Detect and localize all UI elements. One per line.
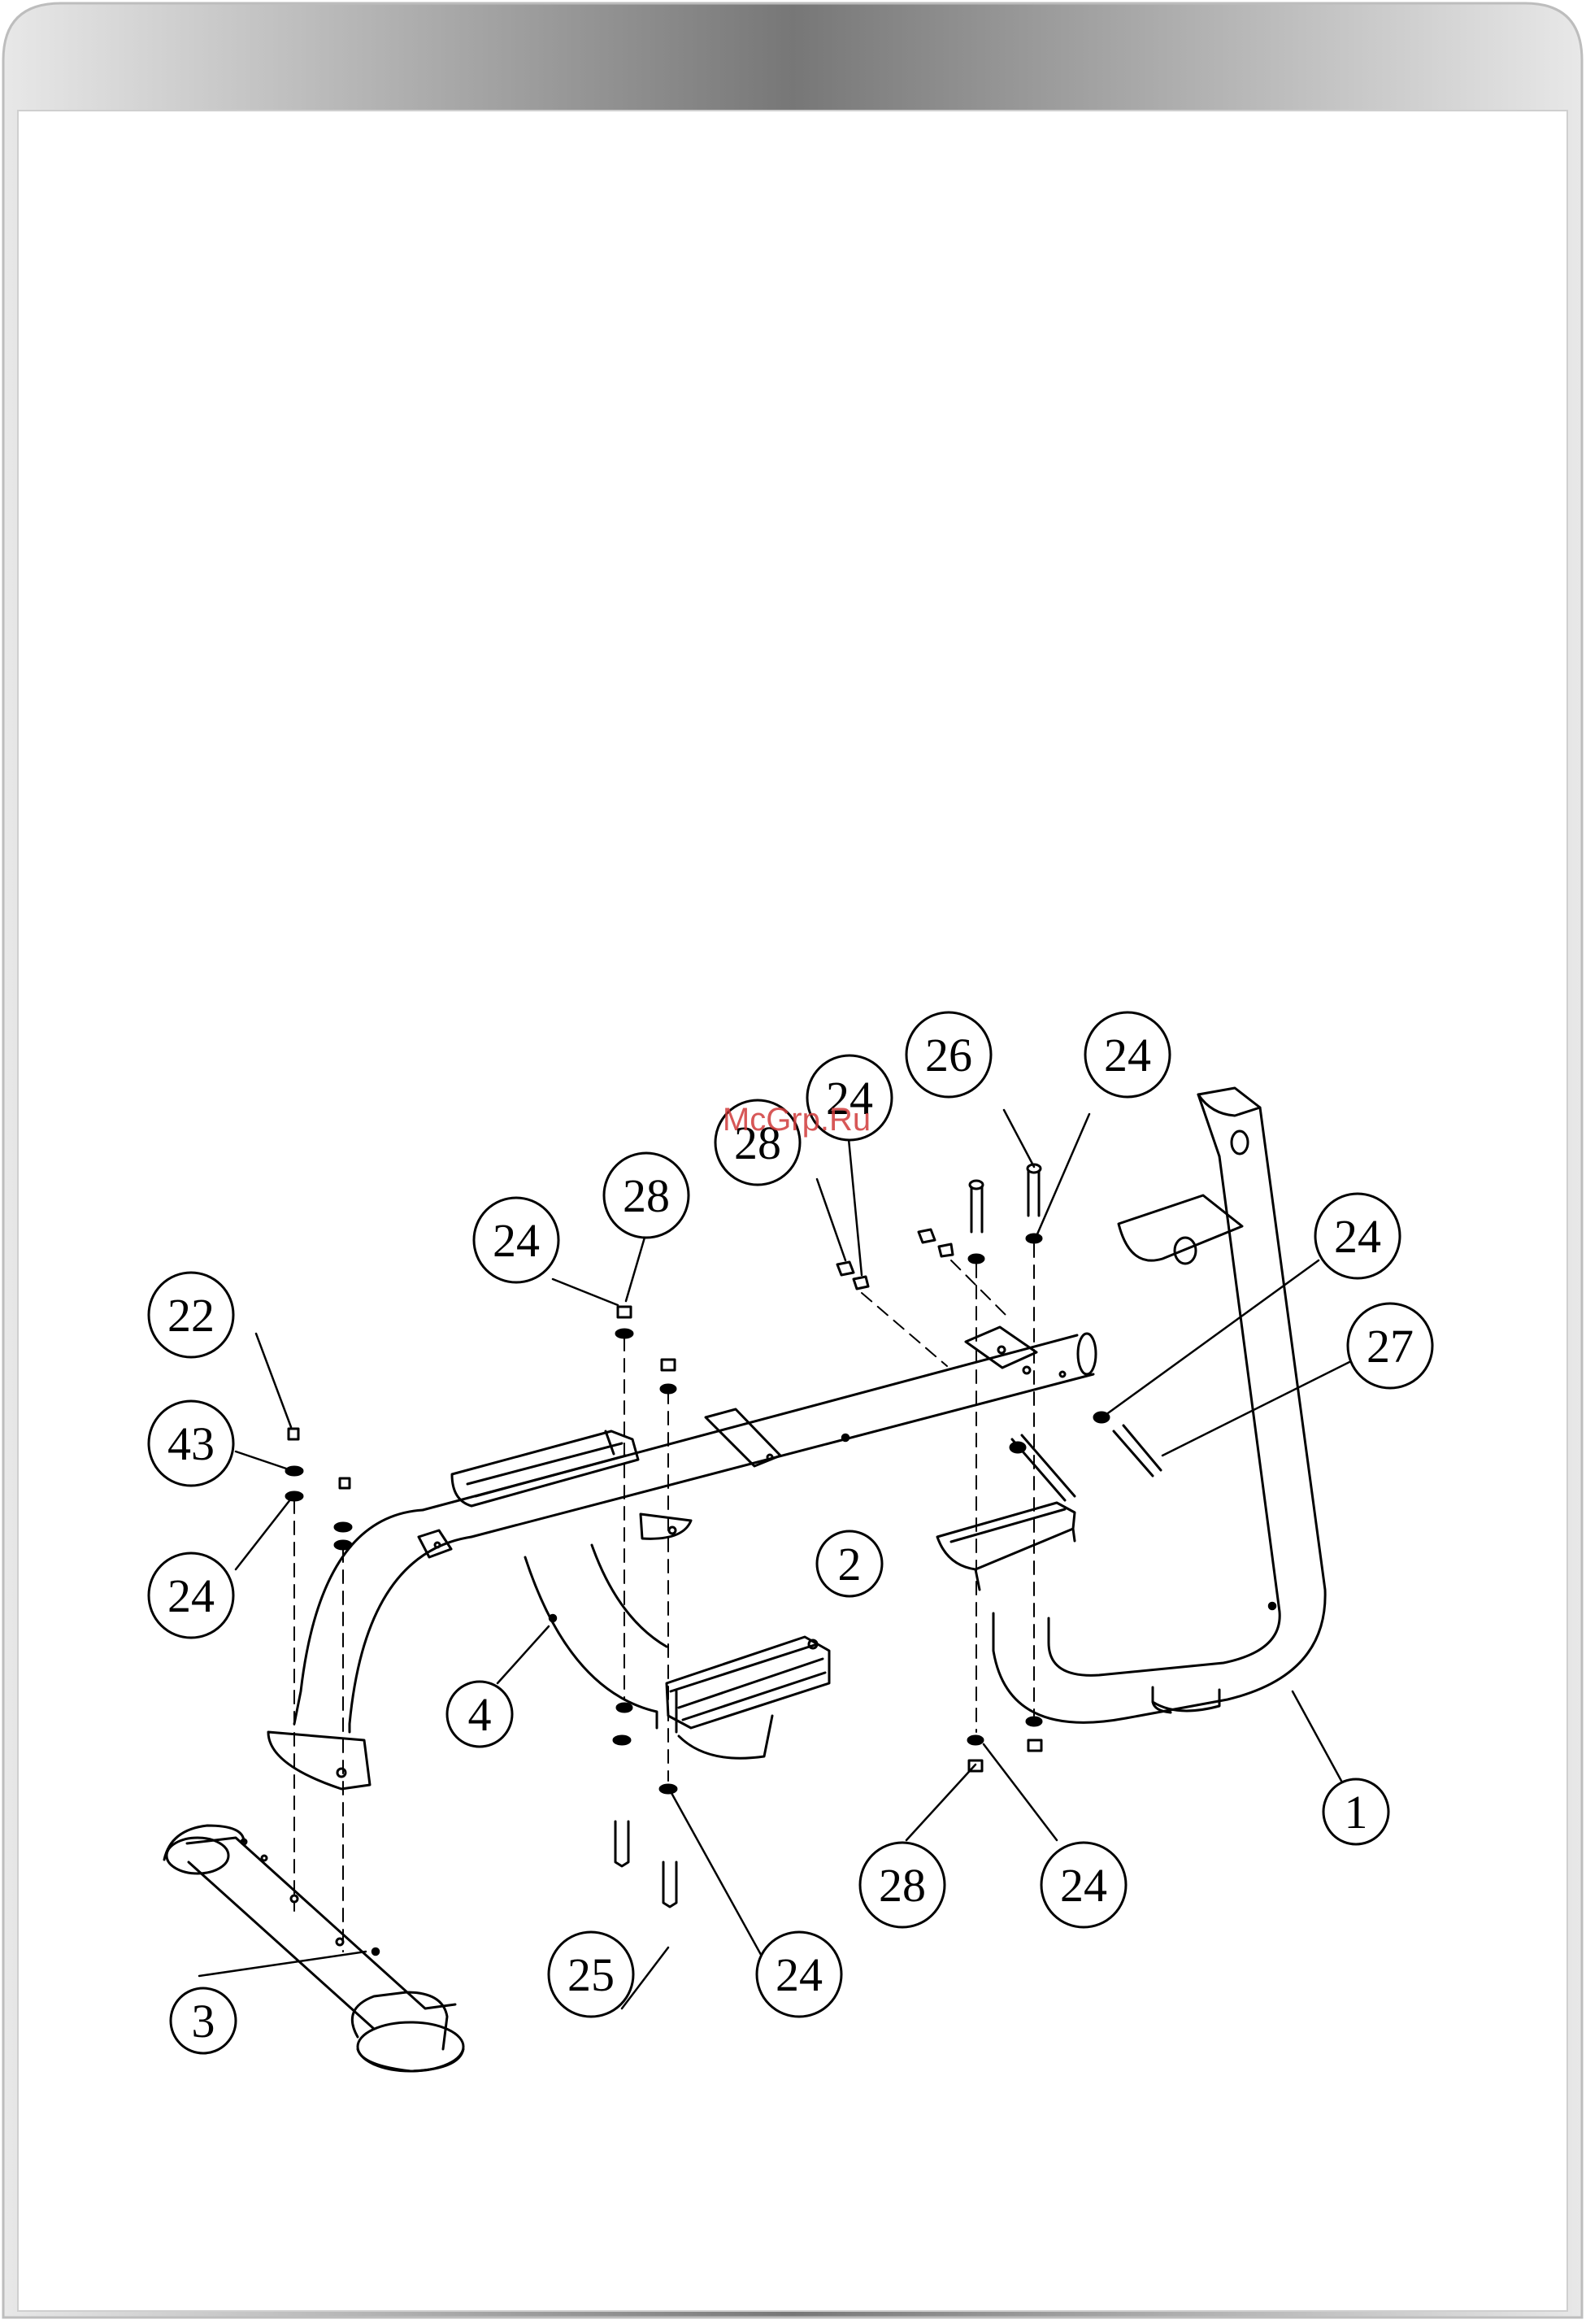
callout-25: 25: [549, 1932, 633, 2017]
callout-24-upper-left: 24: [474, 1198, 558, 1282]
callout-43: 43: [149, 1401, 233, 1486]
svg-text:1: 1: [1345, 1786, 1368, 1839]
callout-28-upper-left: 28: [604, 1153, 689, 1238]
svg-text:24: 24: [1060, 1859, 1107, 1912]
svg-text:4: 4: [468, 1688, 492, 1741]
callout-1: 1: [1323, 1779, 1388, 1844]
callout-2: 2: [817, 1531, 882, 1596]
callout-24-bottom-right: 24: [1041, 1843, 1126, 1927]
svg-text:2: 2: [838, 1538, 862, 1591]
callout-26: 26: [906, 1012, 991, 1097]
callout-28-bottom-right: 28: [860, 1843, 945, 1927]
svg-text:28: 28: [879, 1859, 926, 1912]
svg-text:24: 24: [493, 1214, 540, 1267]
svg-text:24: 24: [167, 1569, 215, 1622]
svg-text:24: 24: [1334, 1210, 1381, 1263]
svg-text:43: 43: [167, 1417, 215, 1470]
svg-text:24: 24: [776, 1948, 823, 2001]
svg-text:3: 3: [192, 1995, 215, 2048]
callout-27: 27: [1348, 1303, 1432, 1388]
svg-text:25: 25: [567, 1948, 615, 2001]
svg-text:24: 24: [1104, 1029, 1151, 1081]
callout-24-right: 24: [1315, 1194, 1400, 1278]
callout-24-left: 24: [149, 1553, 233, 1638]
watermark-text: McGrp.Ru: [723, 1102, 871, 1138]
callout-4: 4: [447, 1682, 512, 1747]
svg-text:22: 22: [167, 1289, 215, 1342]
svg-text:26: 26: [925, 1029, 972, 1081]
callout-24-top-right: 24: [1085, 1012, 1170, 1097]
svg-text:27: 27: [1367, 1320, 1414, 1373]
callout-24-bottom-center: 24: [757, 1932, 841, 2017]
callout-3: 3: [171, 1988, 236, 2053]
svg-text:28: 28: [623, 1169, 670, 1222]
callout-22: 22: [149, 1273, 233, 1357]
